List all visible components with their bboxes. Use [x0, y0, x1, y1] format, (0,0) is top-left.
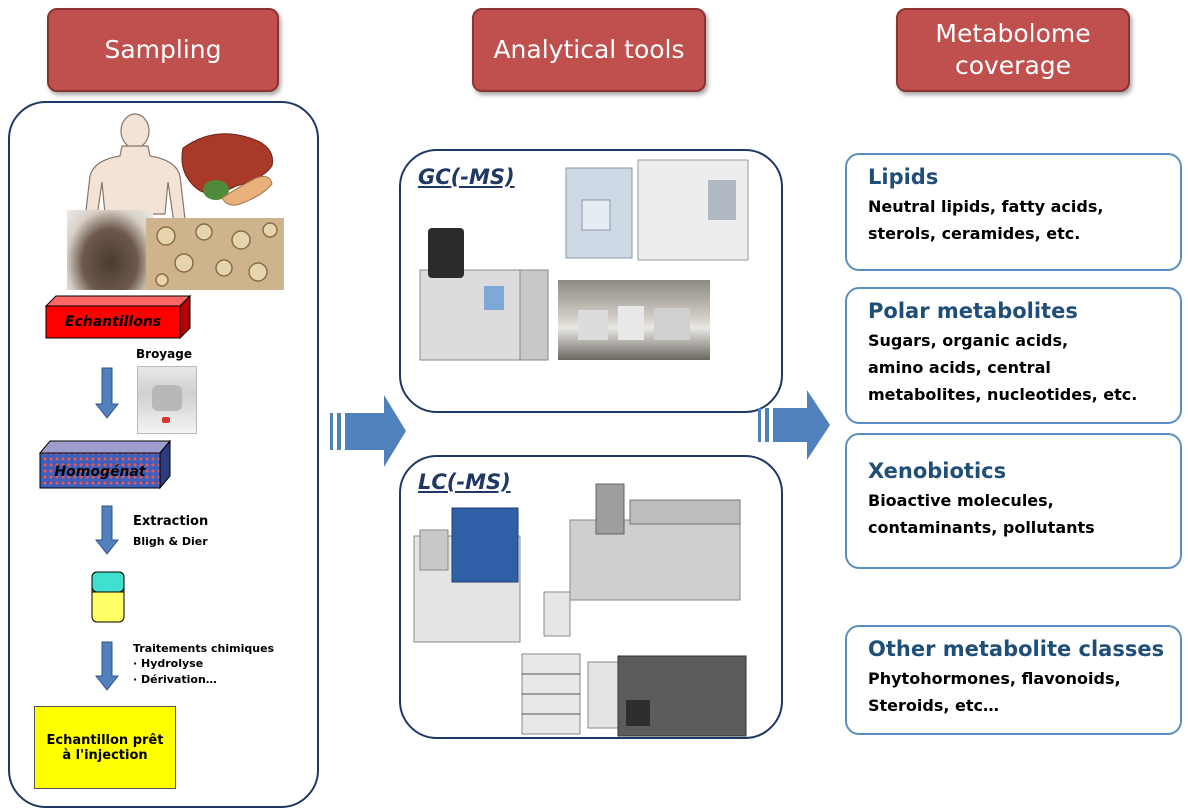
coverage-title: Other metabolite classes	[868, 637, 1165, 661]
header-metabolome-coverage: Metabolome coverage	[896, 8, 1130, 92]
homogenat-label: Homogénat	[54, 464, 146, 480]
mouse-photo	[67, 210, 153, 290]
coverage-lipids: Lipids Neutral lipids, fatty acids, ster…	[845, 153, 1182, 271]
sampling-to-analytical-arrow	[330, 395, 406, 467]
coverage-desc: Sugars, organic acids, amino acids, cent…	[868, 331, 1138, 404]
bligh-dier-label: Bligh & Dier	[133, 535, 208, 548]
echantillons-label: Echantillons	[64, 314, 162, 330]
coverage-desc: Phytohormones, flavonoids, Steroids, etc…	[868, 669, 1121, 715]
coverage-xenobiotics: Xenobiotics Bioactive molecules, contami…	[845, 433, 1182, 569]
coverage-title: Xenobiotics	[868, 459, 1007, 483]
cells-photo	[146, 218, 284, 290]
coverage-title: Lipids	[868, 165, 939, 189]
lc-ms-panel	[399, 455, 783, 739]
header-analytical-label: Analytical tools	[493, 34, 685, 64]
ready-line1: Echantillon prêt	[46, 732, 164, 748]
traitements-label: Traitements chimiques	[133, 642, 275, 655]
header-analytical-tools: Analytical tools	[472, 8, 706, 92]
derivation-label: · Dérivation…	[133, 673, 217, 686]
gc-ms-title: GC(-MS)	[418, 165, 515, 189]
header-metabolome-line1: Metabolome	[935, 18, 1091, 48]
hydrolyse-label: · Hydrolyse	[133, 657, 204, 670]
ready-line2: à l'injection	[62, 747, 148, 763]
extraction-label: Extraction	[133, 514, 209, 529]
coverage-desc: Bioactive molecules, contaminants, pollu…	[868, 491, 1095, 537]
coverage-polar-metabolites: Polar metabolites Sugars, organic acids,…	[845, 287, 1182, 424]
grinder-photo	[137, 366, 197, 434]
ready-for-injection-box: Echantillon prêt à l'injection	[34, 706, 176, 789]
coverage-title: Polar metabolites	[868, 299, 1078, 323]
header-metabolome-line2: coverage	[954, 51, 1072, 80]
header-sampling-label: Sampling	[104, 34, 222, 64]
coverage-other-classes: Other metabolite classes Phytohormones, …	[845, 625, 1182, 735]
gc-lab-photo	[558, 280, 710, 360]
header-sampling: Sampling	[47, 8, 279, 92]
broyage-label: Broyage	[136, 347, 192, 361]
coverage-desc: Neutral lipids, fatty acids, sterols, ce…	[868, 197, 1104, 243]
lc-ms-title: LC(-MS)	[418, 470, 511, 494]
sampling-panel	[8, 101, 319, 808]
